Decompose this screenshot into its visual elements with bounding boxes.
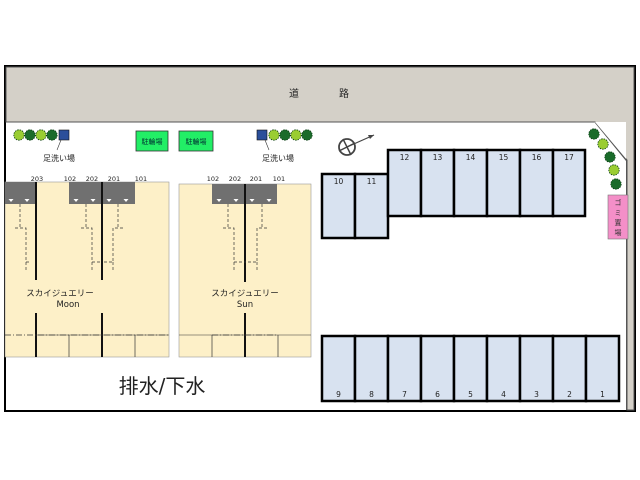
parking-space: 11 [353,172,390,240]
hedge-corner [588,128,622,190]
foot-wash-marker [58,129,70,141]
tree-icon [604,151,616,163]
building-name-jp: スカイジュエリー [26,289,93,299]
parking-number: 16 [532,153,542,162]
door-marker-icon [249,199,255,202]
parking-space: 8 [353,334,390,403]
unit-label: 102 [207,175,219,183]
door-marker-icon [24,199,30,202]
parking-number: 9 [336,390,341,399]
building-name-en: Moon [56,300,79,310]
tree-icon [588,128,600,140]
bicycle-parking-label: 駐輪場 [142,137,163,146]
parking-space: 13 [419,148,456,218]
balcony [5,182,36,204]
parking-number: 12 [400,153,410,162]
garbage-label-char: ゴ [615,198,622,207]
unit-label: 203 [31,175,43,183]
door-marker-icon [73,199,79,202]
bicycle-parking [135,130,169,152]
garbage-label-char: ミ [615,209,622,217]
door-marker-icon [90,199,96,202]
parking-row-bottom: 9 8 7 6 5 4 3 2 1 [320,334,621,403]
parking-number: 6 [435,390,440,399]
tree-icon [13,129,25,141]
north-arrow-compass-icon [338,134,375,156]
parking-number: 8 [369,390,374,399]
unit-label: 201 [108,175,120,183]
unit-label: 202 [86,175,98,183]
unit-label: 202 [229,175,241,183]
door-marker-icon [8,199,14,202]
building-name-jp: スカイジュエリー [211,289,278,299]
garbage-label-char: 置 [615,219,622,227]
hedge-right [268,129,313,141]
parking-space: 3 [518,334,555,403]
tree-icon [24,129,36,141]
parking-space: 1 [584,334,621,403]
tree-icon [279,129,291,141]
parking-space: 6 [419,334,456,403]
parking-space: 17 [551,148,587,218]
parking-space: 4 [485,334,522,403]
building-sun: スカイジュエリー Sun 102 202 201 101 [178,175,312,358]
parking-number: 17 [564,153,574,162]
foot-wash-label: 足洗い場 [262,153,294,163]
parking-number: 10 [334,177,344,186]
parking-space: 7 [386,334,423,403]
parking-number: 2 [567,390,572,399]
parking-space: 9 [320,334,357,403]
building-name-en: Sun [237,300,253,310]
foot-wash-marker [256,129,268,141]
bicycle-parking-label: 駐輪場 [186,137,207,146]
tree-icon [268,129,280,141]
parking-number: 5 [468,390,473,399]
unit-label: 201 [250,175,262,183]
unit-label: 101 [273,175,285,183]
foot-wash-label: 足洗い場 [43,153,75,163]
parking-number: 14 [466,153,476,162]
parking-number: 7 [402,390,407,399]
tree-icon [46,129,58,141]
parking-number: 3 [534,390,539,399]
door-marker-icon [216,199,222,202]
tree-icon [608,164,620,176]
hedge-left [13,129,58,141]
parking-number: 11 [367,177,377,186]
garbage-label-char: 場 [615,228,622,237]
tree-icon [290,129,302,141]
unit-label: 102 [64,175,76,183]
parking-number: 4 [501,390,506,399]
unit-label: 101 [135,175,147,183]
tree-icon [35,129,47,141]
parking-space: 10 [320,172,357,240]
parking-space: 12 [386,148,423,218]
parking-number: 15 [499,153,509,162]
door-marker-icon [106,199,112,202]
door-marker-icon [233,199,239,202]
bicycle-parking [178,130,214,152]
garbage-area [607,194,629,240]
door-marker-icon [266,199,272,202]
drainage-label: 排水/下水 [119,374,206,398]
parking-row-top: 10 11 12 13 14 15 16 17 [320,148,587,240]
building-moon: スカイジュエリー Moon 203 102 202 201 101 [4,175,170,358]
parking-space: 16 [518,148,555,218]
parking-space: 5 [452,334,489,403]
tree-icon [301,129,313,141]
door-marker-icon [123,199,129,202]
road-label-right: 路 [339,87,349,100]
parking-number: 1 [600,390,605,399]
parking-space: 2 [551,334,588,403]
tree-icon [597,138,609,150]
road-label-left: 道 [289,87,299,100]
parking-space: 15 [485,148,522,218]
tree-icon [610,178,622,190]
parking-space: 14 [452,148,489,218]
parking-number: 13 [433,153,443,162]
